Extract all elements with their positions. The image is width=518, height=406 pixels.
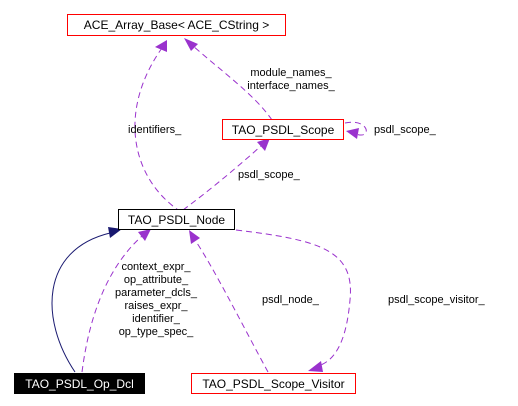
node-ace-array-base[interactable]: ACE_Array_Base< ACE_CString > xyxy=(67,14,286,36)
node-label: TAO_PSDL_Scope_Visitor xyxy=(202,376,345,391)
node-label: TAO_PSDL_Node xyxy=(127,212,226,227)
node-label: TAO_PSDL_Op_Dcl xyxy=(25,376,134,391)
edge-label-identifier: identifier_ xyxy=(132,313,180,325)
arrowhead-op-dcl-members xyxy=(138,229,151,241)
node-tao-psdl-node[interactable]: TAO_PSDL_Node xyxy=(118,209,235,230)
arrowhead-module-interface-names xyxy=(184,38,198,51)
edge-label-interface-names: interface_names_ xyxy=(247,80,335,92)
edge-psdl-scope-self xyxy=(344,121,367,136)
node-tao-psdl-scope-visitor[interactable]: TAO_PSDL_Scope_Visitor xyxy=(191,373,356,394)
edge-label-context-expr: context_expr_ xyxy=(121,261,191,273)
edge-label-module-names: module_names_ xyxy=(250,67,332,79)
node-tao-psdl-op-dcl[interactable]: TAO_PSDL_Op_Dcl xyxy=(14,373,145,394)
edge-label-identifiers: identifiers_ xyxy=(128,124,182,136)
edge-label-parameter-dcls: parameter_dcls_ xyxy=(115,287,197,299)
edge-psdl-scope xyxy=(182,144,263,211)
edge-psdl-scope-visitor xyxy=(235,229,351,367)
edge-label-op-attribute: op_attribute_ xyxy=(123,274,189,286)
edge-label-op-dcl-members: context_expr_ op_attribute_ parameter_dc… xyxy=(96,261,216,339)
edge-label-module-interface-names: module_names_ interface_names_ xyxy=(232,67,350,93)
arrowhead-psdl-scope-visitor xyxy=(308,361,323,372)
edge-inheritance-op-dcl xyxy=(51,232,111,373)
edge-label-psdl-scope-visitor: psdl_scope_visitor_ xyxy=(388,294,485,306)
edge-label-raises-expr: raises_expr_ xyxy=(124,300,188,312)
edge-label-psdl-scope-self: psdl_scope_ xyxy=(374,124,436,136)
arrowhead-psdl-scope-self xyxy=(346,128,359,139)
edge-label-psdl-scope: psdl_scope_ xyxy=(238,169,300,181)
edge-identifiers xyxy=(134,47,182,213)
edge-label-psdl-node: psdl_node_ xyxy=(262,294,319,306)
node-label: ACE_Array_Base< ACE_CString > xyxy=(83,18,270,32)
arrowhead-identifiers xyxy=(155,40,167,52)
edge-module-interface-names xyxy=(191,44,273,121)
arrowhead-psdl-node xyxy=(189,230,200,244)
arrowhead-psdl-scope xyxy=(257,138,270,151)
edge-op-dcl-members xyxy=(81,235,143,373)
node-tao-psdl-scope[interactable]: TAO_PSDL_Scope xyxy=(222,119,344,140)
edge-label-op-type-spec: op_type_spec_ xyxy=(118,326,194,338)
node-label: TAO_PSDL_Scope xyxy=(231,122,335,137)
